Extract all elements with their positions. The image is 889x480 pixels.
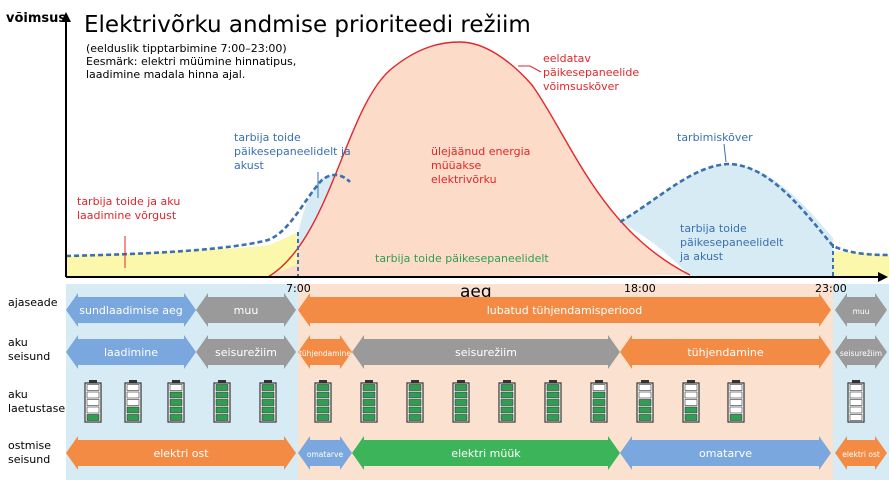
annotation-morning-battery: tarbija toide päikesepaneelidelt ja akus… — [234, 131, 354, 172]
subtitle-line: Eesmärk: elektri müümine hinnatipus, — [86, 55, 296, 68]
row-label-battery-state: aku seisund — [8, 336, 50, 363]
state-arrow-label: sundlaadimise aeg — [79, 304, 183, 317]
row-label-trade-state: ostmise seisund — [8, 439, 55, 466]
state-arrow — [835, 335, 887, 369]
annotation-evening-battery: tarbija toide päikesepaneelidelt ja akus… — [679, 222, 787, 263]
row-label-time-setting: ajaseade — [8, 296, 58, 309]
state-arrow-label: lubatud tühjendamisperiood — [487, 304, 643, 317]
annotation-pv-only: tarbija toide päikesepaneelidelt — [375, 252, 549, 265]
state-arrow-label: muu — [234, 304, 259, 317]
state-arrow — [835, 293, 887, 327]
state-arrow — [620, 436, 831, 470]
state-arrow-label: seisurežiim — [215, 346, 277, 359]
consumption-evening-fill — [620, 164, 833, 276]
battery-icon — [167, 380, 185, 423]
consumption-curve — [65, 162, 889, 258]
state-arrow — [620, 335, 831, 369]
battery-icon — [213, 380, 231, 423]
battery-icons — [84, 380, 865, 423]
state-arrow — [66, 293, 196, 327]
state-arrow — [196, 293, 296, 327]
state-arrow-label: omatarve — [699, 447, 752, 460]
leader-pv — [518, 65, 542, 73]
y-axis-label: võimsus — [6, 11, 66, 26]
state-arrow — [835, 436, 887, 470]
state-arrow-label: tühjendamine — [299, 349, 351, 358]
state-arrow-label: omatarve — [307, 450, 344, 459]
state-arrow — [352, 436, 620, 470]
battery-icon — [84, 380, 102, 423]
state-arrow — [298, 335, 352, 369]
state-arrow — [66, 436, 296, 470]
subtitle: (eelduslik tipptarbimine 7:00–23:00) Ees… — [86, 42, 300, 81]
state-arrow — [352, 335, 620, 369]
state-arrow-label: laadimine — [104, 346, 158, 359]
battery-icon — [124, 380, 142, 423]
battery-icon — [259, 380, 277, 423]
state-arrow-label: elektri ost — [842, 450, 880, 459]
grid-yellow-left — [66, 232, 298, 277]
tick-23: 23:00 — [815, 282, 847, 295]
annotation-pv-curve: eeldatav päikesepaneelide võimsuskõver — [543, 52, 643, 93]
battery-icon — [406, 380, 424, 423]
row-label-battery-level: aku laetustase — [8, 388, 65, 415]
annotation-grid-charging: tarbija toide ja aku laadimine võrgust — [77, 195, 184, 222]
battery-icon — [498, 380, 516, 423]
battery-icon — [590, 380, 608, 423]
state-arrow-label: seisurežiim — [840, 349, 882, 358]
grid-yellow-right — [833, 251, 889, 277]
battery-icon — [636, 380, 654, 423]
state-arrow — [66, 335, 196, 369]
battery-icon — [360, 380, 378, 423]
state-arrow-label: tühjendamine — [687, 346, 764, 359]
state-arrow — [196, 335, 296, 369]
subtitle-line: laadimine madala hinna ajal. — [86, 68, 245, 81]
battery-icon — [452, 380, 470, 423]
pv-surplus-fill — [268, 42, 690, 277]
pv-power-curve — [267, 41, 691, 278]
battery-icon — [682, 380, 700, 423]
tick-18: 18:00 — [624, 282, 656, 295]
annotation-consumption: tarbimiskõver — [677, 131, 753, 144]
tick-7: 7:00 — [286, 282, 311, 295]
state-arrow-label: seisurežiim — [455, 346, 517, 359]
state-arrow-label: elektri ost — [153, 447, 209, 460]
subtitle-line: (eelduslik tipptarbimine 7:00–23:00) — [86, 42, 287, 55]
battery-icon — [314, 380, 332, 423]
state-arrow — [298, 293, 831, 327]
leader-consumption — [723, 143, 727, 163]
state-arrows: sundlaadimise aeg muu lubatud tühjendamisp… — [66, 293, 887, 470]
battery-icon — [847, 380, 865, 423]
battery-icon — [544, 380, 562, 423]
state-arrow — [298, 436, 352, 470]
chart-title: Elektrivõrku andmise prioriteedi režiim — [84, 12, 531, 38]
state-arrow-label: muu — [853, 307, 870, 316]
state-arrow-label: elektri müük — [451, 447, 521, 460]
annotation-surplus: ülejäänud energia müüakse elektrivõrku — [431, 145, 534, 186]
battery-icon — [727, 380, 745, 423]
